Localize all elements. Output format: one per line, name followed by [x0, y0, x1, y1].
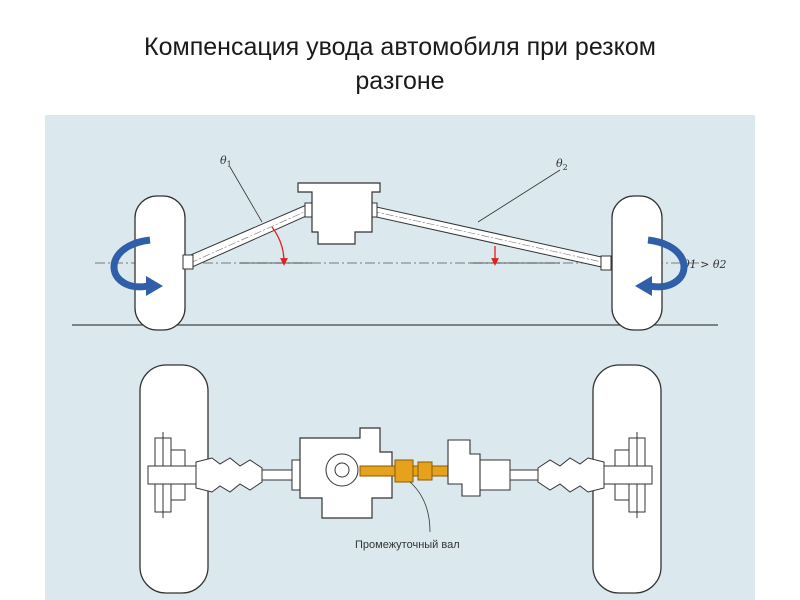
left-drive-shaft — [185, 202, 314, 269]
right-cv-boot — [537, 457, 605, 493]
left-outer-joint — [182, 254, 194, 270]
intermediate-shaft-label: Промежуточный вал — [355, 539, 460, 551]
right-hub — [603, 432, 653, 518]
right-outer-joint — [600, 255, 612, 271]
right-shaft-top — [509, 469, 539, 481]
left-cv-boot — [195, 457, 263, 493]
angle-arrow-icon — [271, 226, 288, 266]
rotation-arrow-icon — [635, 236, 688, 296]
gearbox-side — [297, 182, 381, 245]
shaft-bearing — [447, 439, 481, 497]
theta2-label: θ2 — [556, 157, 568, 172]
title-line-1: Компенсация увода автомобиля при резком — [144, 33, 656, 61]
rotation-arrow-icon — [110, 236, 163, 296]
theta1-label: θ1 — [220, 154, 232, 169]
right-wheel-side — [611, 195, 663, 331]
left-hub — [147, 432, 197, 518]
left-shaft-top — [261, 469, 293, 481]
slide-title: Компенсация увода автомобиля при резком … — [0, 30, 800, 98]
right-inner-cv — [479, 459, 511, 491]
title-line-2: разгоне — [355, 67, 445, 95]
side-view: θ1 θ2 θ1 > θ2 — [72, 154, 726, 331]
left-wheel-side — [134, 195, 186, 331]
angle-relation: θ1 > θ2 — [683, 258, 726, 271]
top-view: Промежуточный вал — [139, 364, 662, 594]
